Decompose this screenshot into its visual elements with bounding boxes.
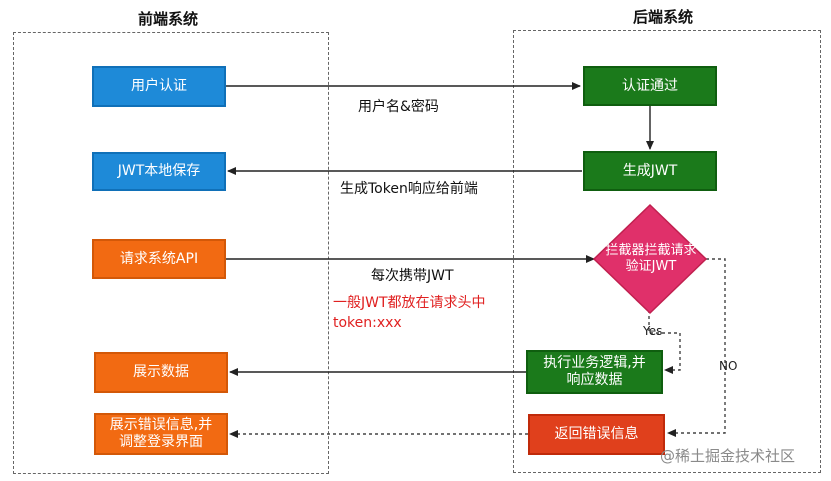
show-data-box: 展示数据: [94, 352, 228, 393]
frontend-panel: [13, 32, 329, 474]
show-error-line1: 展示错误信息,并: [109, 417, 213, 433]
exec-line1: 执行业务逻辑,并: [543, 355, 646, 371]
user-auth-box: 用户认证: [92, 66, 226, 107]
gen-jwt-box: 生成JWT: [583, 151, 717, 191]
backend-title: 后端系统: [633, 8, 694, 26]
label-no: NO: [719, 359, 738, 373]
interceptor-line2: 验证JWT: [625, 259, 677, 274]
interceptor-label: 拦截器拦截请求 验证JWT: [596, 243, 706, 275]
exec-box: 执行业务逻辑,并 响应数据: [526, 350, 663, 394]
jwt-save-box: JWT本地保存: [92, 152, 226, 191]
return-error-box: 返回错误信息: [528, 414, 665, 455]
show-error-line2: 调整登录界面: [119, 434, 203, 450]
interceptor-diamond-shape: [592, 203, 708, 315]
frontend-title: 前端系统: [138, 10, 199, 28]
request-api-box: 请求系统API: [92, 239, 226, 279]
label-carry-jwt: 每次携带JWT: [371, 268, 454, 284]
show-error-box: 展示错误信息,并 调整登录界面: [94, 413, 228, 455]
edge-yes: [648, 304, 681, 374]
exec-line2: 响应数据: [566, 372, 623, 388]
watermark: @稀土掘金技术社区: [660, 447, 796, 465]
note-header-line2: token:xxx: [333, 315, 402, 331]
auth-pass-box: 认证通过: [583, 66, 717, 106]
note-header-line1: 一般JWT都放在请求头中: [333, 295, 486, 311]
label-yes: Yes: [643, 324, 663, 338]
backend-panel: [513, 30, 821, 473]
interceptor-line1: 拦截器拦截请求: [605, 243, 697, 258]
label-token-response: 生成Token响应给前端: [340, 181, 478, 197]
label-username-password: 用户名&密码: [358, 99, 439, 115]
